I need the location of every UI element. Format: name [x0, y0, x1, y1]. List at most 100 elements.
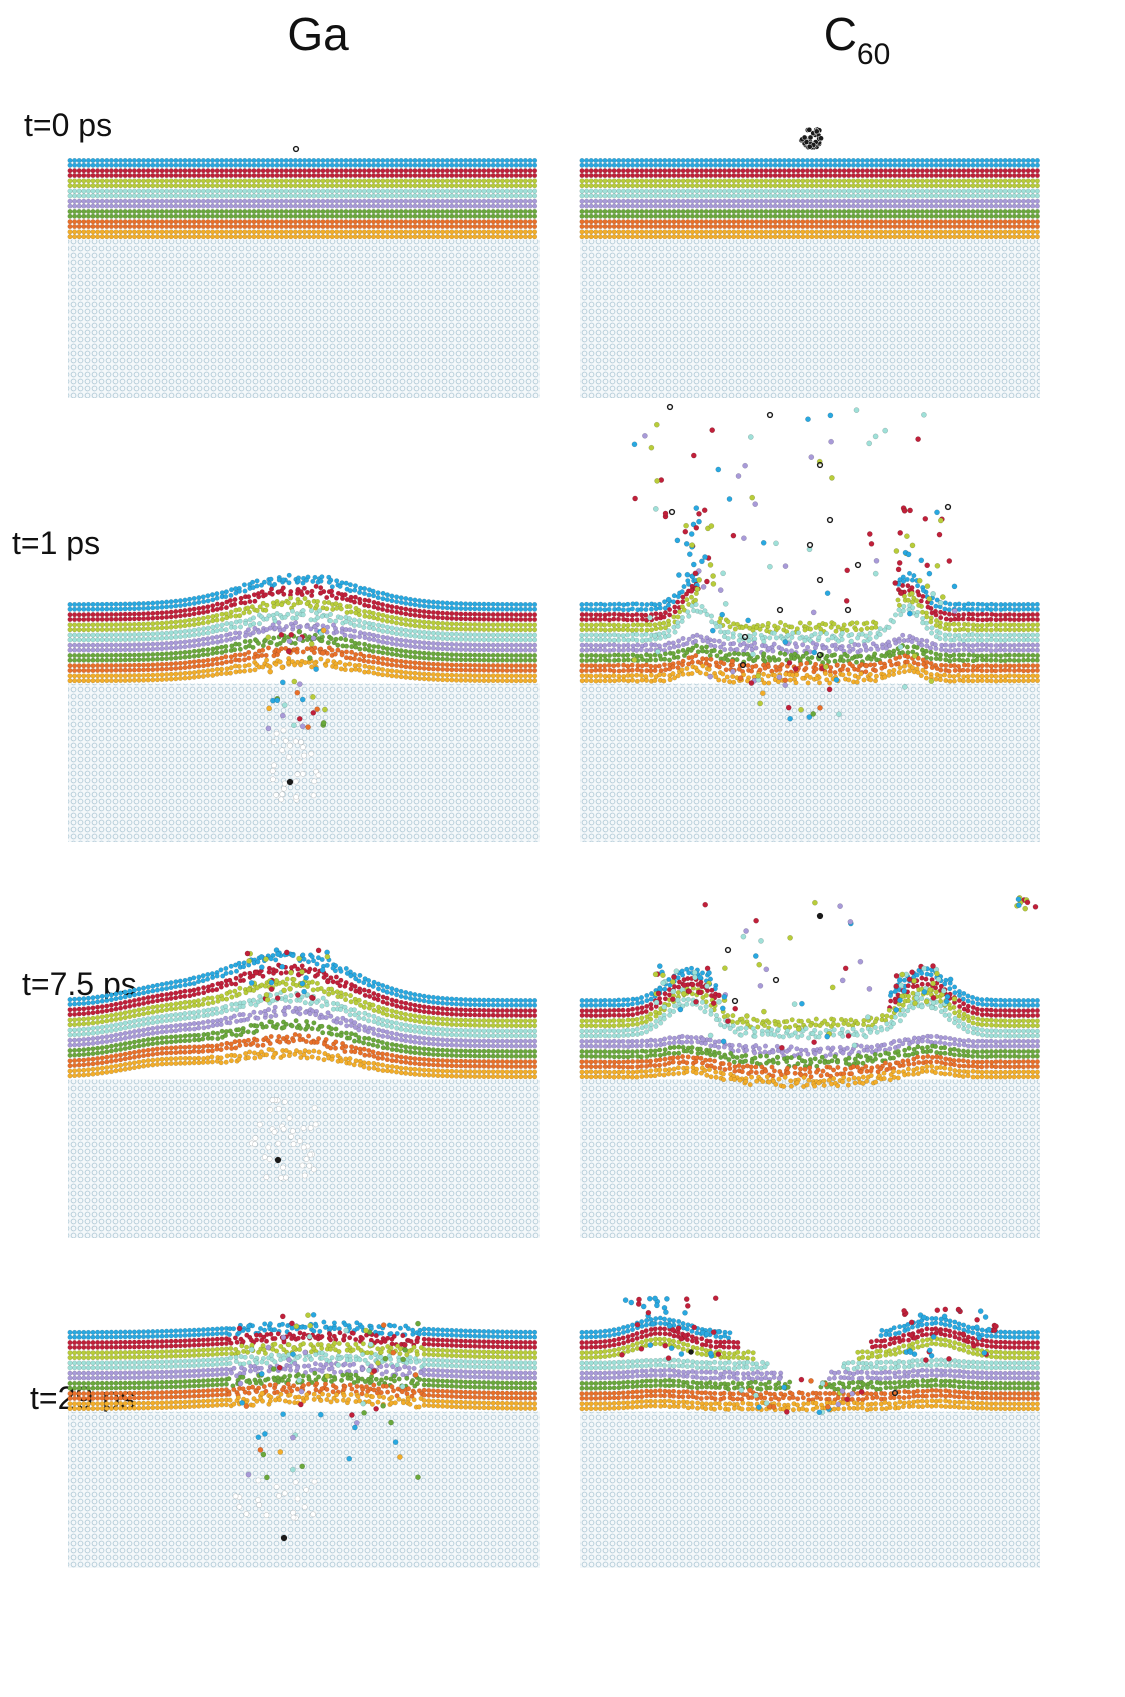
- atom-row: [579, 1033, 1040, 1054]
- atom-row: [67, 620, 538, 648]
- atom-row: [579, 586, 1040, 623]
- atom-row: [579, 162, 1040, 168]
- panel-c60-t0: [579, 157, 1040, 398]
- atom-row: [579, 653, 1040, 671]
- atom-row: [579, 965, 1040, 1004]
- projectile-atom: [688, 1349, 694, 1355]
- panel-c60-t7_5: [579, 895, 1040, 1238]
- atom-row: [579, 157, 1040, 163]
- atom-row: [67, 208, 538, 214]
- column-title-c60-subscript: 60: [857, 38, 890, 71]
- atom-row: [579, 1403, 1040, 1413]
- atom-row: [67, 1395, 538, 1412]
- atom-row: [67, 589, 538, 623]
- atom-row: [67, 595, 538, 628]
- projectile-atom: [816, 461, 824, 469]
- time-label-0: t=0 ps: [24, 107, 112, 143]
- atom-row: [579, 970, 1040, 1008]
- atom-row: [579, 178, 1040, 184]
- atom-row: [67, 996, 538, 1039]
- atom-row: [579, 203, 1040, 209]
- atom-row: [579, 172, 1040, 178]
- ejected-atoms: [631, 407, 958, 722]
- atom-row: [67, 1375, 538, 1391]
- atom-row: [67, 193, 538, 199]
- atom-row: [579, 208, 1040, 214]
- atom-row: [579, 1053, 1040, 1075]
- atom-row: [579, 219, 1040, 225]
- atom-row: [67, 162, 538, 168]
- atom-row: [67, 656, 538, 679]
- atom-row: [579, 1362, 1040, 1372]
- projectile-atom: [766, 411, 774, 419]
- atom-row: [579, 234, 1040, 240]
- projectile-atom: [816, 576, 824, 584]
- projectile-atom: [280, 1534, 288, 1542]
- atom-row: [67, 183, 538, 189]
- atom-row: [67, 952, 538, 1008]
- atom-row: [579, 1038, 1040, 1059]
- atom-row: [67, 223, 538, 229]
- simulation-panels: [67, 126, 1040, 1568]
- projectile-atom: [772, 976, 780, 984]
- atom-row: [579, 1068, 1040, 1089]
- atom-row: [67, 966, 538, 1019]
- atom-row: [579, 168, 1040, 174]
- atom-row: [67, 1008, 538, 1049]
- atom-row: [579, 1059, 1040, 1080]
- atom-row: [579, 188, 1040, 194]
- projectile-atom: [274, 1156, 282, 1164]
- column-title-c60: C60: [824, 8, 891, 71]
- atom-row: [579, 570, 1040, 608]
- projectile-atom: [668, 508, 676, 516]
- ejected-atoms: [265, 627, 328, 803]
- atom-row: [67, 660, 538, 684]
- atom-row: [579, 637, 1040, 656]
- substrate-region: [580, 683, 1040, 842]
- atom-row: [67, 1334, 538, 1350]
- atom-row: [579, 647, 1040, 666]
- atom-row: [67, 178, 538, 184]
- atom-row: [579, 643, 1040, 661]
- atom-row: [67, 1023, 538, 1059]
- atom-row: [67, 188, 538, 194]
- projectile-atom: [731, 997, 739, 1005]
- atom-row: [579, 1367, 1040, 1377]
- atom-row: [67, 1046, 538, 1075]
- panel-ga-t1: [67, 572, 540, 842]
- atom-row: [67, 203, 538, 209]
- projectile-atom: [891, 1389, 899, 1397]
- panel-c60-t29: [579, 1295, 1040, 1568]
- atom-row: [579, 229, 1040, 235]
- atom-row: [579, 1063, 1040, 1085]
- atom-row: [67, 612, 538, 643]
- projectile-atom: [826, 516, 834, 524]
- atom-row: [67, 1360, 538, 1376]
- column-title-c60-main: C: [824, 8, 857, 60]
- atom-row: [67, 632, 538, 659]
- atom-row: [67, 1330, 538, 1346]
- projectile-atom: [292, 145, 300, 153]
- atom-row: [67, 213, 538, 219]
- projectile-atom: [724, 946, 732, 954]
- atom-row: [67, 1324, 538, 1340]
- atom-row: [67, 1355, 538, 1371]
- atom-row: [579, 577, 1040, 613]
- atom-row: [579, 1320, 1040, 1341]
- substrate-region: [580, 1411, 1040, 1568]
- ejected-atoms: [244, 947, 331, 1181]
- atom-row: [579, 1340, 1040, 1362]
- projectile-atom: [776, 606, 784, 614]
- atom-row: [579, 975, 1040, 1014]
- panel-ga-t29: [67, 1312, 540, 1568]
- projectile-atom: [806, 541, 814, 549]
- atom-row: [67, 600, 538, 633]
- panel-c60-t1: [579, 403, 1040, 842]
- time-label-1: t=1 ps: [12, 525, 100, 561]
- panel-ga-t7_5: [67, 947, 540, 1238]
- substrate-region: [580, 1079, 1040, 1238]
- atom-row: [67, 234, 538, 240]
- atom-row: [579, 663, 1040, 681]
- atom-row: [67, 1386, 538, 1401]
- atom-row: [67, 198, 538, 204]
